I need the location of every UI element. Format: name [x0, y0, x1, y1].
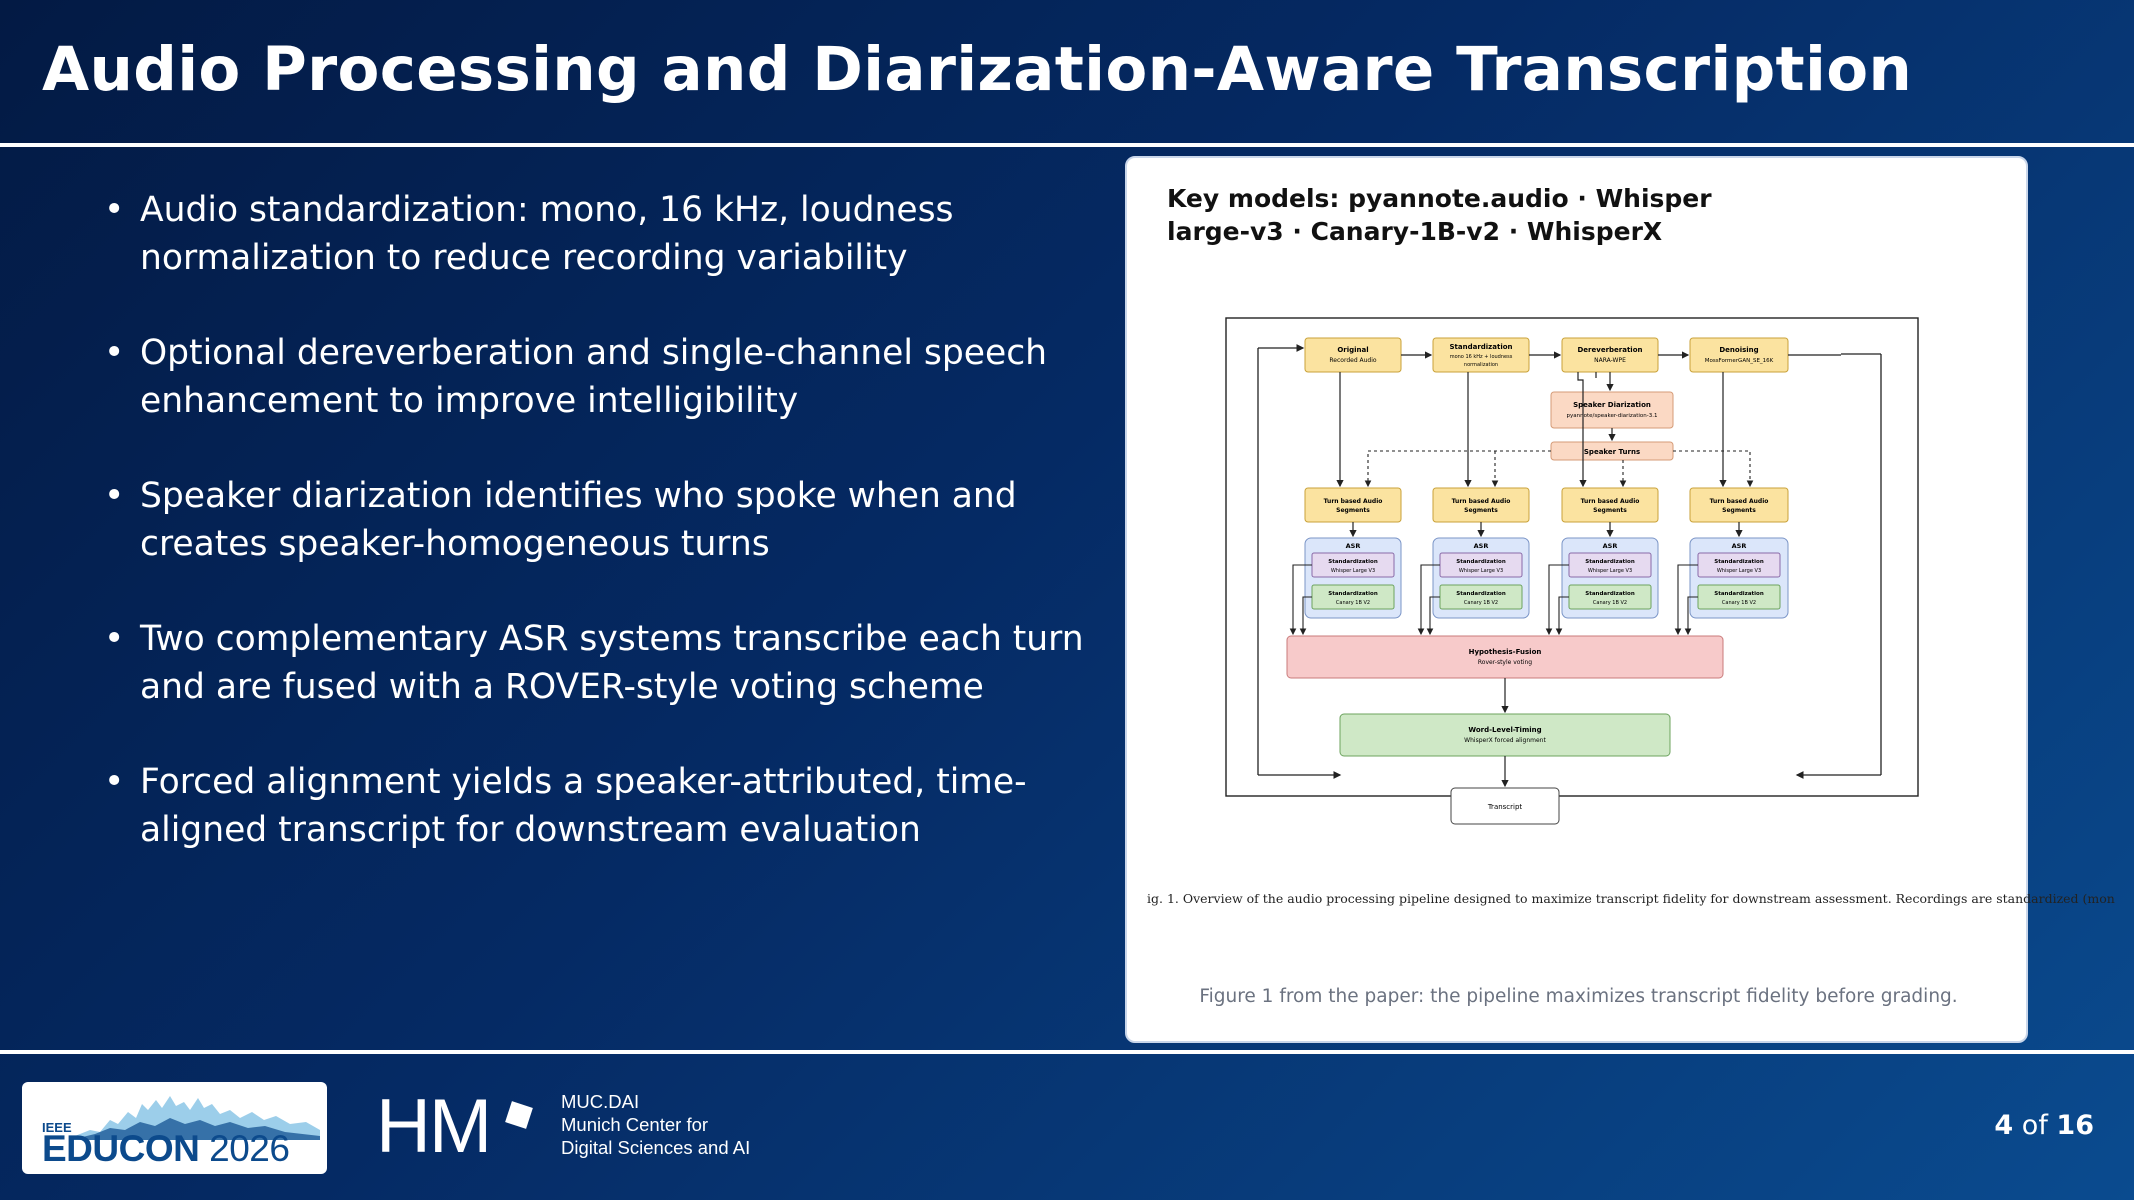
svg-text:Whisper Large V3: Whisper Large V3 [1588, 568, 1632, 574]
svg-text:NARA-WPE: NARA-WPE [1594, 357, 1626, 364]
svg-text:Turn based Audio: Turn based Audio [1581, 498, 1640, 505]
asr-group: ASR Standardization Whisper Large V3 Sta… [1561, 522, 1659, 619]
svg-text:Whisper Large V3: Whisper Large V3 [1331, 568, 1375, 574]
bullet-item: Speaker diarization identifies who spoke… [102, 472, 1102, 568]
svg-text:Standardization: Standardization [1449, 343, 1512, 351]
svg-text:ASR: ASR [1346, 542, 1361, 550]
svg-text:Original: Original [1337, 346, 1368, 354]
title-divider [0, 143, 2134, 147]
bullet-item: Two complementary ASR systems transcribe… [102, 615, 1102, 711]
muc-dai-label: MUC.DAI Munich Center for Digital Scienc… [561, 1091, 751, 1158]
svg-text:Word-Level-Timing: Word-Level-Timing [1468, 726, 1541, 734]
svg-text:ASR: ASR [1603, 542, 1618, 550]
svg-text:WhisperX forced alignment: WhisperX forced alignment [1464, 737, 1546, 744]
standardization-box: Standardization mono 16 kHz + loudness n… [1432, 337, 1530, 373]
svg-text:Standardization: Standardization [1456, 559, 1506, 565]
svg-text:Dereverberation: Dereverberation [1578, 346, 1643, 354]
ieee-label: IEEE [42, 1120, 72, 1135]
transcript-box: Transcript [1450, 787, 1560, 825]
segment-box: Turn based Audio Segments [1689, 487, 1789, 523]
skyline-graphic [70, 1096, 320, 1140]
figure-card: Key models: pyannote.audio · Whisper lar… [1125, 156, 2115, 1043]
svg-text:Whisper Large V3: Whisper Large V3 [1717, 568, 1761, 574]
word-level-timing-box: Word-Level-Timing WhisperX forced alignm… [1339, 713, 1671, 757]
svg-text:Recorded Audio: Recorded Audio [1329, 357, 1377, 364]
figure-caption-excerpt: ig. 1. Overview of the audio processing … [1147, 891, 2115, 906]
svg-text:Whisper Large V3: Whisper Large V3 [1459, 568, 1503, 574]
svg-text:ASR: ASR [1732, 542, 1747, 550]
svg-text:normalization: normalization [1464, 362, 1498, 368]
dereverberation-box: Dereverberation NARA-WPE [1561, 337, 1659, 373]
svg-text:Standardization: Standardization [1328, 559, 1378, 565]
svg-text:Standardization: Standardization [1585, 559, 1635, 565]
educon-wordmark: EDUCON 2026 [42, 1128, 290, 1169]
denoising-box: Denoising MossFormerGAN_SE_16K [1689, 337, 1789, 373]
hypothesis-fusion-box: Hypothesis-Fusion Rover-style voting [1286, 635, 1724, 679]
svg-text:Segments: Segments [1722, 507, 1756, 514]
slide-title: Audio Processing and Diarization-Aware T… [42, 34, 1913, 105]
svg-text:Canary 1B V2: Canary 1B V2 [1722, 600, 1756, 606]
svg-text:Turn based Audio: Turn based Audio [1710, 498, 1769, 505]
bullet-list: Audio standardization: mono, 16 kHz, lou… [102, 186, 1102, 901]
original-audio-box: Original Recorded Audio [1304, 337, 1402, 373]
speaker-turns-box: Speaker Turns [1550, 441, 1674, 461]
svg-text:Segments: Segments [1593, 507, 1627, 514]
page-indicator: 4 of 16 [1994, 1110, 2094, 1141]
segment-box: Turn based Audio Segments [1432, 487, 1530, 523]
svg-text:Standardization: Standardization [1456, 591, 1506, 597]
segment-box: Turn based Audio Segments [1304, 487, 1402, 523]
hm-logo-square [505, 1101, 533, 1129]
svg-text:Canary 1B V2: Canary 1B V2 [1464, 600, 1498, 606]
asr-group: ASR Standardization Whisper Large V3 Sta… [1432, 522, 1530, 619]
svg-text:mono 16 kHz + loudness: mono 16 kHz + loudness [1450, 354, 1513, 360]
svg-text:Standardization: Standardization [1585, 591, 1635, 597]
speaker-diarization-box: Speaker Diarization pyannote/speaker-dia… [1550, 391, 1674, 429]
educon-logo: IEEE EDUCON 2026 [22, 1082, 327, 1174]
outer-loop-frame [1225, 317, 1919, 797]
svg-text:Canary 1B V2: Canary 1B V2 [1593, 600, 1627, 606]
svg-text:Speaker Turns: Speaker Turns [1584, 448, 1640, 456]
svg-text:pyannote/speaker-diarization-3: pyannote/speaker-diarization-3.1 [1567, 413, 1658, 419]
svg-text:Denoising: Denoising [1719, 346, 1758, 354]
svg-text:Canary 1B V2: Canary 1B V2 [1336, 600, 1370, 606]
figure-heading: Key models: pyannote.audio · Whisper lar… [1167, 184, 1712, 246]
svg-text:Turn based Audio: Turn based Audio [1324, 498, 1383, 505]
asr-group: ASR Standardization Whisper Large V3 Sta… [1689, 522, 1789, 619]
bullet-item: Optional dereverberation and single-chan… [102, 329, 1102, 425]
svg-text:Rover-style voting: Rover-style voting [1478, 659, 1532, 666]
svg-text:ASR: ASR [1474, 542, 1489, 550]
bullet-item: Forced alignment yields a speaker-attrib… [102, 758, 1102, 854]
hm-logo: HM [376, 1084, 492, 1169]
segment-box: Turn based Audio Segments [1561, 487, 1659, 523]
svg-text:Segments: Segments [1336, 507, 1370, 514]
pipeline-diagram: Original Recorded Audio Standardization … [1225, 317, 1919, 825]
svg-text:Segments: Segments [1464, 507, 1498, 514]
svg-text:Standardization: Standardization [1714, 591, 1764, 597]
svg-text:MossFormerGAN_SE_16K: MossFormerGAN_SE_16K [1705, 358, 1774, 364]
asr-group: ASR Standardization Whisper Large V3 Sta… [1304, 522, 1402, 619]
svg-text:Speaker Diarization: Speaker Diarization [1573, 401, 1651, 409]
svg-text:Standardization: Standardization [1328, 591, 1378, 597]
bullet-item: Audio standardization: mono, 16 kHz, lou… [102, 186, 1102, 282]
svg-text:Hypothesis-Fusion: Hypothesis-Fusion [1469, 648, 1542, 656]
footer-divider [0, 1050, 2134, 1054]
svg-text:Transcript: Transcript [1487, 803, 1523, 811]
figure-note: Figure 1 from the paper: the pipeline ma… [1199, 986, 1958, 1007]
svg-text:Turn based Audio: Turn based Audio [1452, 498, 1511, 505]
svg-text:Standardization: Standardization [1714, 559, 1764, 565]
